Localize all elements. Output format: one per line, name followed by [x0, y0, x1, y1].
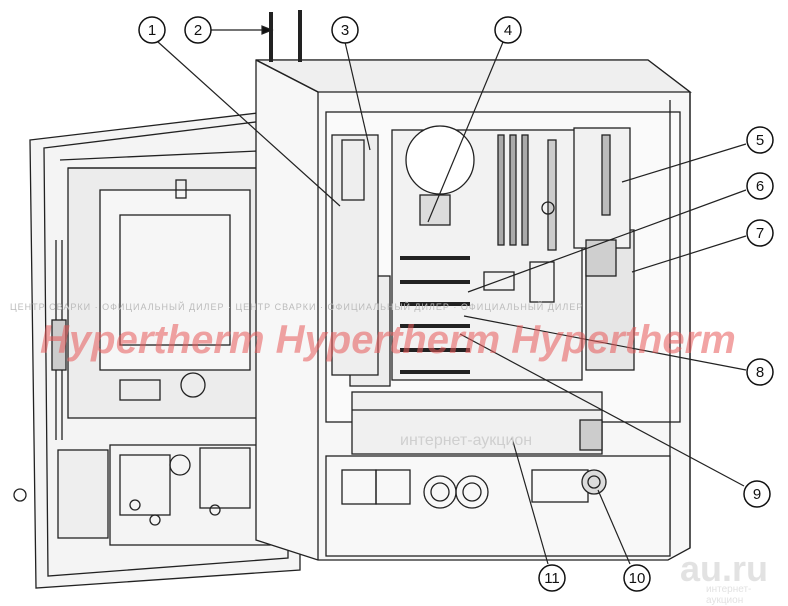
callout-4: 4 [494, 16, 522, 44]
callout-number: 2 [194, 22, 202, 39]
site-logo: au.ru [680, 548, 769, 589]
callout-1: 1 [138, 16, 166, 44]
callout-number: 4 [504, 22, 512, 39]
open-door [13, 107, 301, 589]
power-supply [351, 391, 603, 455]
dealer-watermark: ЦЕНТР СВАРКИ · ОФИЦИАЛЬНЫЙ ДИЛЕР · ЦЕНТР… [10, 302, 584, 312]
callout-8: 8 [746, 358, 774, 386]
callout-number: 7 [756, 225, 764, 242]
ghost-watermark: интернет-аукцион [400, 432, 533, 449]
callout-number: 9 [753, 486, 761, 503]
callout-5: 5 [746, 126, 774, 154]
callout-10: 10 [623, 564, 651, 592]
callout-3: 3 [331, 16, 359, 44]
site-logo-tagline: интернет-аукцион [706, 584, 752, 606]
callout-markers: 1 2 3 4 5 6 7 8 9 10 11 [138, 16, 774, 592]
motherboard [391, 125, 583, 381]
callout-6: 6 [746, 172, 774, 200]
callout-number: 10 [629, 570, 646, 587]
io-panel [325, 455, 671, 557]
callout-2: 2 [184, 16, 212, 44]
callout-11: 11 [538, 564, 566, 592]
callout-number: 11 [544, 570, 560, 587]
callout-number: 5 [756, 132, 764, 149]
callout-7: 7 [746, 219, 774, 247]
antennas [269, 10, 302, 62]
callout-number: 8 [756, 364, 764, 381]
callout-9: 9 [743, 480, 771, 508]
expansion-slots [331, 134, 470, 387]
callout-number: 6 [756, 178, 764, 195]
brand-watermark: Hypertherm Hypertherm Hypertherm [40, 318, 736, 362]
callout-number: 3 [341, 22, 349, 39]
callout-number: 1 [148, 22, 156, 39]
leader-lines [157, 25, 747, 565]
